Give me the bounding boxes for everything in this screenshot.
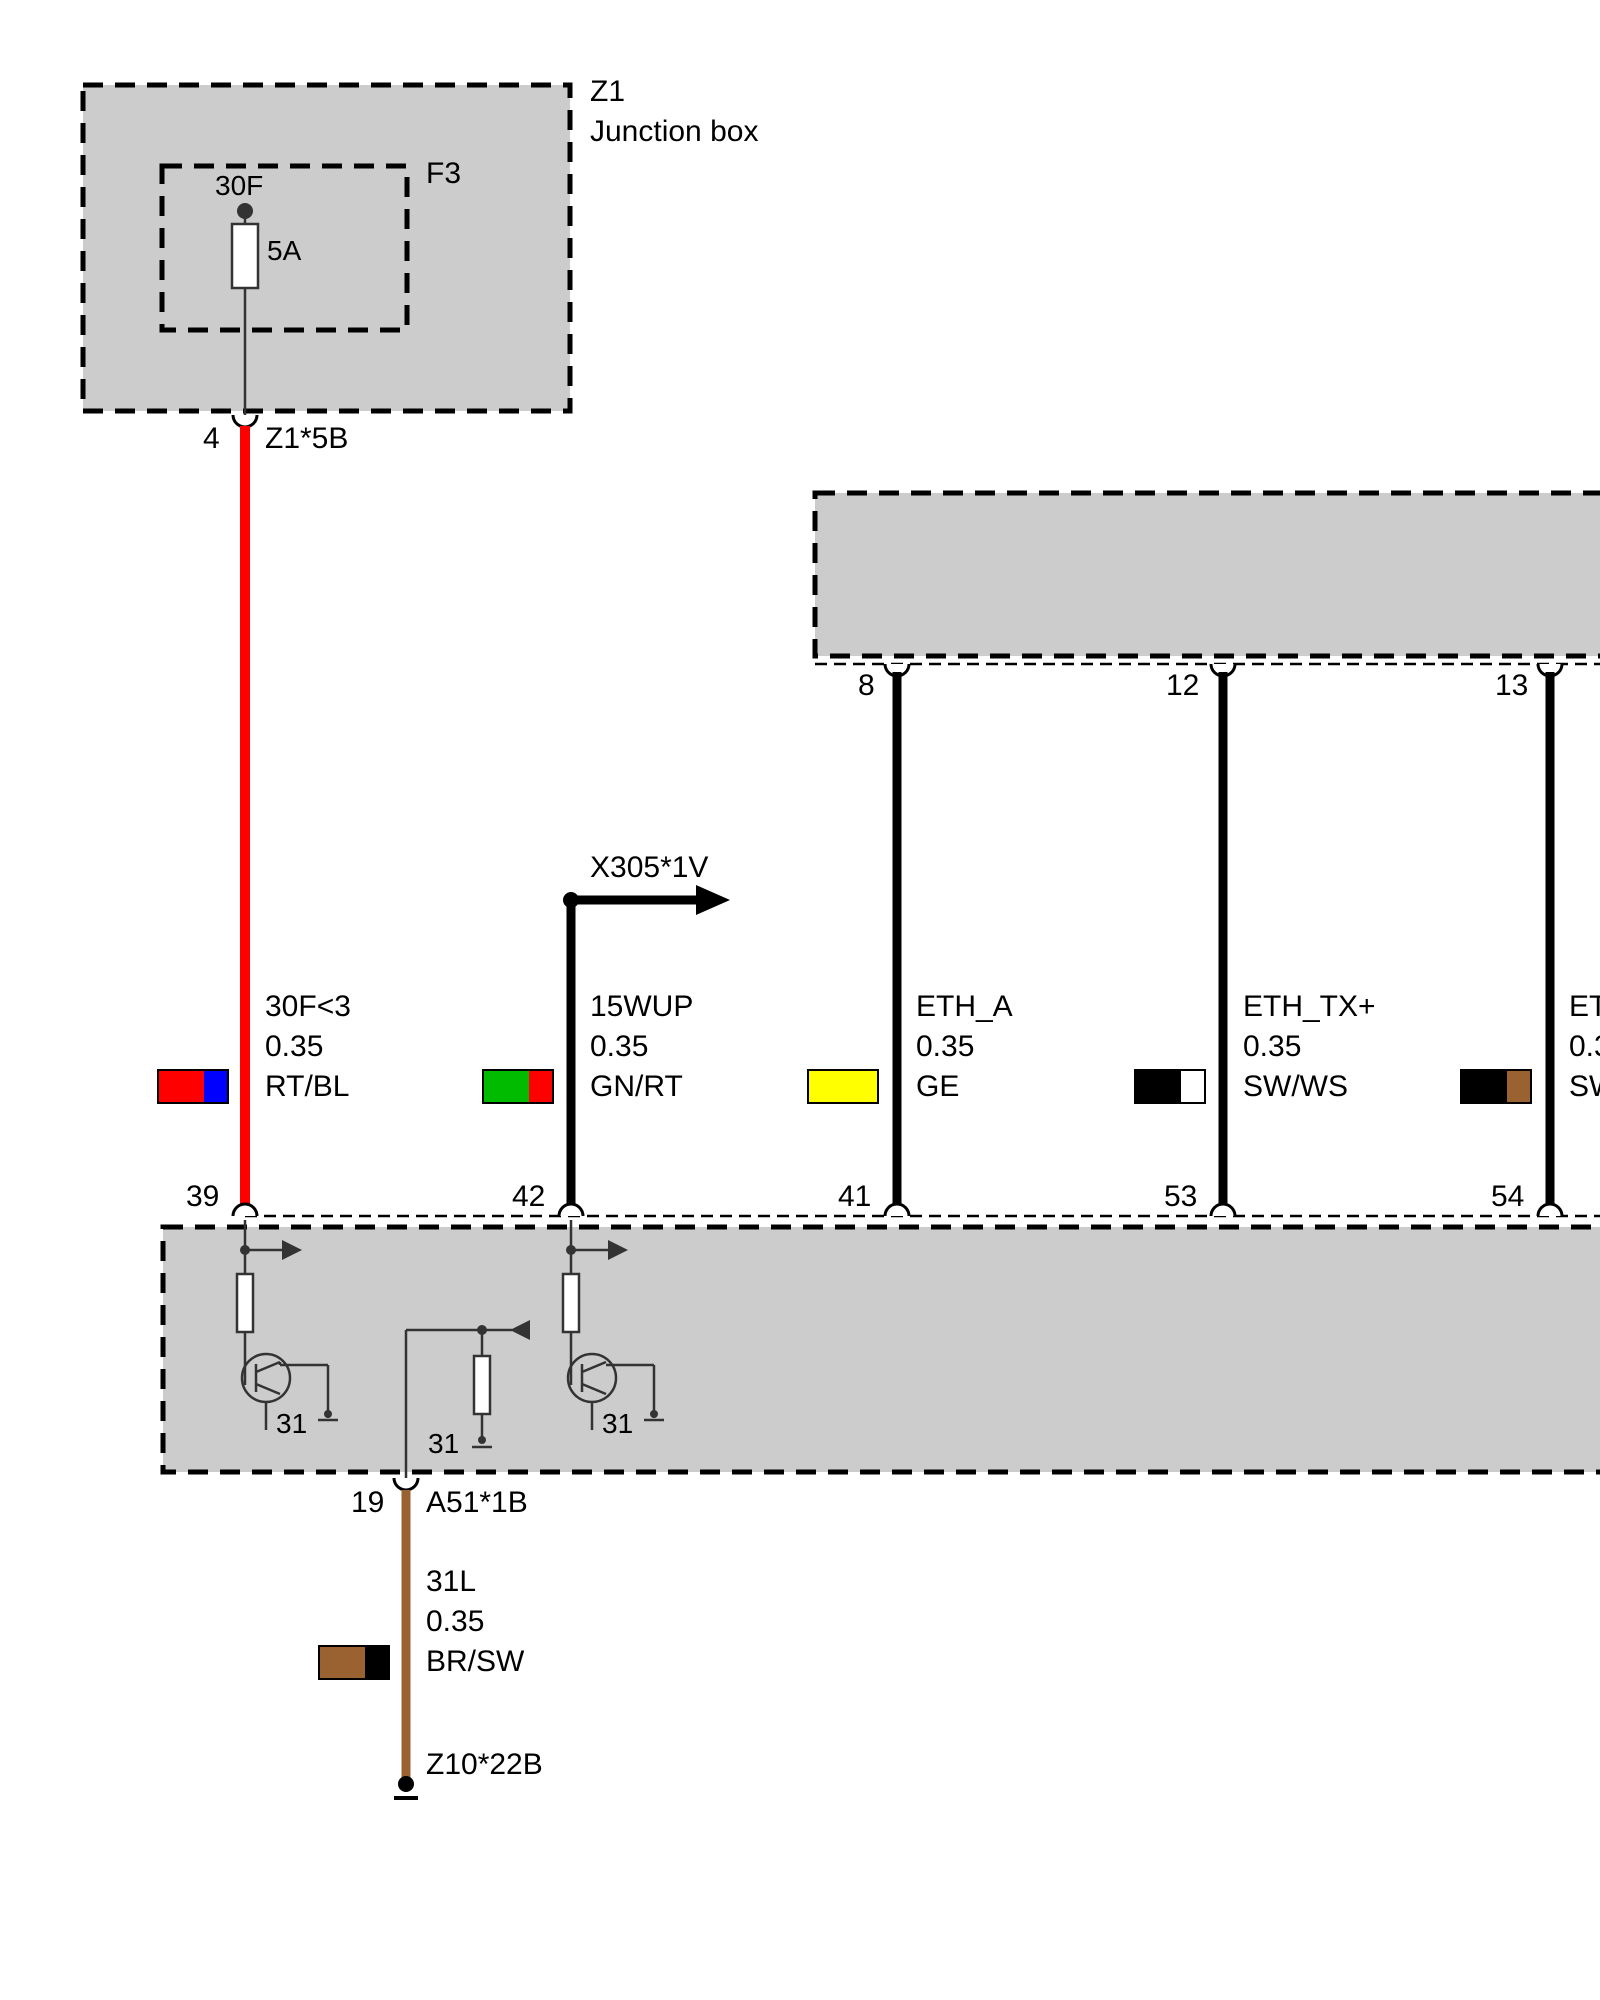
swatch-stripe xyxy=(204,1071,227,1102)
ground-wire-gauge: 0.35 xyxy=(426,1605,484,1638)
lower-pin-label: 54 xyxy=(1491,1180,1524,1213)
lower-pin-terminal xyxy=(557,1202,585,1217)
ground-point-dot xyxy=(398,1776,414,1792)
lower-pin-label: 42 xyxy=(512,1180,545,1213)
lower-pin-label: 39 xyxy=(186,1180,219,1213)
fuse-icon xyxy=(230,222,260,290)
lower-pin-terminal xyxy=(883,1202,911,1217)
arrow-right-icon xyxy=(696,885,730,915)
arrow-right-icon xyxy=(608,1240,628,1260)
transistor-circuit xyxy=(235,1220,338,1430)
wire-signal: ET xyxy=(1569,990,1600,1023)
swatch-stripe xyxy=(1507,1071,1530,1102)
upper-pin-label: 8 xyxy=(858,669,875,702)
upper-pin-label: 12 xyxy=(1166,669,1199,702)
ground-sense-circuit xyxy=(404,1320,530,1478)
wire-color-swatch xyxy=(807,1069,879,1104)
junction-box xyxy=(80,82,573,414)
resistor-icon xyxy=(235,1272,255,1334)
swatch-stripe xyxy=(1181,1071,1204,1102)
wire-color-code: RT/BL xyxy=(265,1070,349,1103)
bottom-pin-terminal xyxy=(392,1477,420,1492)
lower-module xyxy=(160,1224,1600,1475)
wire-gauge: 0.35 xyxy=(265,1030,323,1063)
upper-module xyxy=(812,490,1600,659)
wire-gauge: 0.35 xyxy=(916,1030,974,1063)
resistor-icon xyxy=(561,1272,581,1334)
arrow-right-icon xyxy=(282,1240,302,1260)
wire-color-code: GE xyxy=(916,1070,959,1103)
wire-gauge: 0.35 xyxy=(590,1030,648,1063)
bottom-connector: A51*1B xyxy=(426,1486,528,1519)
wire-signal: 30F<3 xyxy=(265,990,351,1023)
swatch-primary xyxy=(1462,1071,1507,1102)
swatch-stripe xyxy=(529,1071,552,1102)
wire-color-code: SW/WS xyxy=(1243,1070,1348,1103)
swatch-primary xyxy=(1136,1071,1181,1102)
wire-signal: ETH_A xyxy=(916,990,1013,1023)
wire-signal: 15WUP xyxy=(590,990,693,1023)
arrow-left-icon xyxy=(510,1320,530,1340)
ground-point-label: Z10*22B xyxy=(426,1748,543,1781)
junction-box-name: Junction box xyxy=(590,115,758,148)
bottom-pin-number: 19 xyxy=(351,1486,384,1519)
upper-pin-label: 13 xyxy=(1495,669,1528,702)
swatch-primary xyxy=(484,1071,529,1102)
wire-gauge: 0.3 xyxy=(1569,1030,1600,1063)
ground-label: 31 xyxy=(428,1428,459,1459)
lower-pin-terminal xyxy=(1209,1202,1237,1217)
fuse-terminal-label: 30F xyxy=(215,170,263,201)
wire-color-code: GN/RT xyxy=(590,1070,683,1103)
lower-pin-terminal xyxy=(1536,1202,1564,1217)
connector-ref: X305*1V xyxy=(590,851,708,884)
fuse-id: F3 xyxy=(426,157,461,190)
swatch-primary xyxy=(320,1647,365,1678)
transistor-circuit xyxy=(561,1220,664,1430)
junction-box-id: Z1 xyxy=(590,75,625,108)
z1-connector: Z1*5B xyxy=(265,422,348,455)
wire-gauge: 0.35 xyxy=(1243,1030,1301,1063)
ground-wire-signal: 31L xyxy=(426,1565,476,1598)
swatch-stripe xyxy=(365,1647,388,1678)
ground-label: 31 xyxy=(602,1408,633,1439)
fuse-rating: 5A xyxy=(267,235,302,266)
ground-label: 31 xyxy=(276,1408,307,1439)
swatch-primary xyxy=(159,1071,204,1102)
resistor-icon xyxy=(472,1354,492,1416)
wire-signal: ETH_TX+ xyxy=(1243,990,1376,1023)
z1-pin-terminal xyxy=(231,414,259,429)
lower-pin-label: 41 xyxy=(838,1180,871,1213)
z1-pin-number: 4 xyxy=(203,422,220,455)
fuse-housing xyxy=(159,163,410,333)
ground-wire-color-code: BR/SW xyxy=(426,1645,525,1678)
wire-color-code: SW xyxy=(1569,1070,1600,1103)
lower-pin-terminal xyxy=(231,1202,259,1217)
lower-pin-label: 53 xyxy=(1164,1180,1197,1213)
